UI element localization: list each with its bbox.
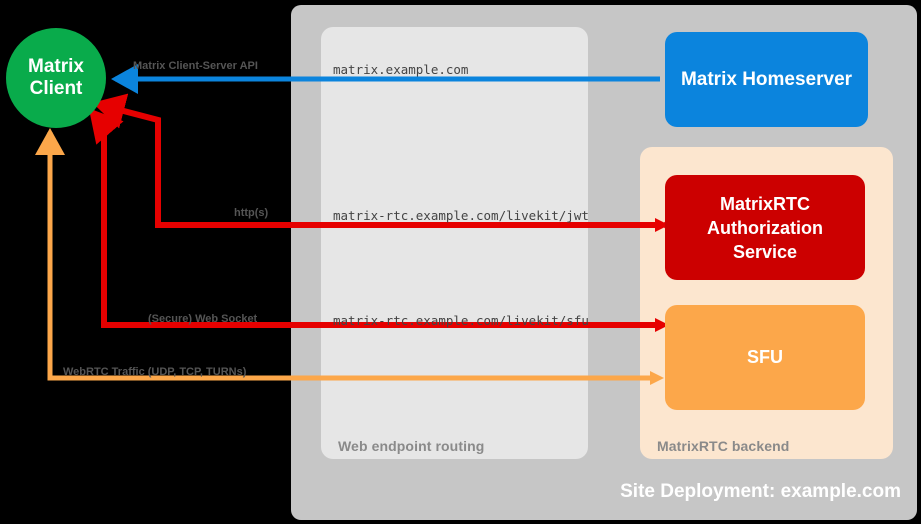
- web-endpoint-routing-panel: [321, 27, 588, 459]
- label-secure-web-socket: (Secure) Web Socket: [148, 313, 258, 325]
- arrow-webrtc-traffic: [35, 127, 664, 385]
- arrow-secure-web-socket: [88, 108, 660, 328]
- matrix-homeserver-label: Matrix Homeserver: [680, 68, 853, 90]
- matrix-client-label-line2: Client: [29, 78, 83, 99]
- endpoint-livekit-sfu: matrix-rtc.example.com/livekit/sfu: [333, 313, 589, 328]
- matrix-homeserver-node[interactable]: Matrix Homeserver: [665, 32, 868, 127]
- auth-service-label-line1: MatrixRTC: [719, 193, 810, 214]
- sfu-node[interactable]: SFU: [665, 305, 865, 410]
- endpoint-matrix-example-com: matrix.example.com: [333, 62, 469, 77]
- label-https: http(s): [234, 207, 269, 219]
- web-endpoint-routing-caption: Web endpoint routing: [338, 438, 485, 454]
- label-matrix-client-server-api: Matrix Client-Server API: [133, 60, 258, 72]
- sfu-label: SFU: [747, 347, 783, 367]
- matrix-client-node[interactable]: Matrix Client: [6, 28, 106, 128]
- matrix-client-label-line1: Matrix: [28, 56, 84, 77]
- arrowhead-into-sfu-ws: [655, 318, 669, 332]
- matrixrtc-backend-caption: MatrixRTC backend: [657, 438, 790, 454]
- endpoint-livekit-jwt: matrix-rtc.example.com/livekit/jwt: [333, 208, 589, 223]
- arrowhead-into-auth-service: [655, 218, 669, 232]
- site-deployment-title: Site Deployment: example.com: [620, 481, 901, 502]
- auth-service-label-line3: Service: [732, 241, 798, 262]
- matrixrtc-authorization-service-node[interactable]: MatrixRTC Authorization Service: [665, 175, 865, 280]
- auth-service-label-line2: Authorization: [707, 217, 823, 238]
- label-webrtc-traffic: WebRTC Traffic (UDP, TCP, TURNs): [63, 366, 247, 378]
